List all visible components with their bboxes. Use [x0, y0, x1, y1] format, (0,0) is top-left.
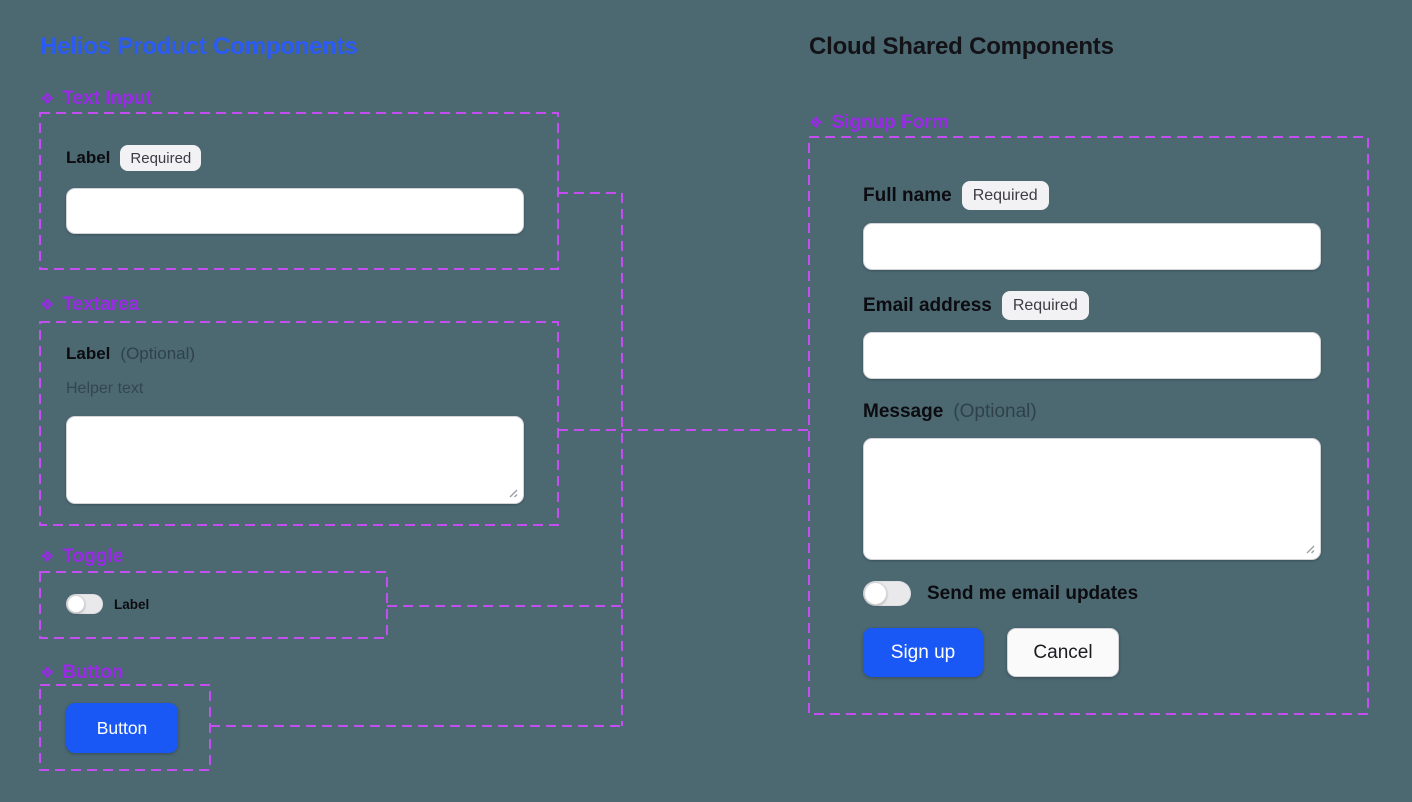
email-updates-toggle-row: Send me email updates: [863, 581, 1138, 606]
button-frame: [39, 684, 211, 771]
toggle-knob: [864, 582, 887, 605]
section-header-label: Textarea: [62, 294, 140, 315]
sign-up-button[interactable]: Sign up: [863, 628, 983, 677]
component-icon: ❖: [40, 91, 55, 108]
field-label: Full name: [863, 184, 952, 206]
toggle-knob: [67, 595, 85, 613]
optional-tag: (Optional): [953, 401, 1037, 422]
helper-text: Helper text: [66, 380, 144, 397]
section-header-textarea: ❖ Textarea: [40, 294, 139, 316]
required-badge: Required: [120, 145, 202, 171]
section-header-label: Button: [62, 662, 124, 683]
textarea-input[interactable]: [66, 416, 524, 504]
toggle-label: Send me email updates: [927, 582, 1139, 604]
textarea-frame: [39, 321, 559, 526]
optional-tag: (Optional): [120, 344, 196, 363]
field-label: Message: [863, 401, 944, 422]
toggle-frame: [39, 571, 388, 639]
cancel-button[interactable]: Cancel: [1007, 628, 1119, 677]
text-input-label-row: Label Required: [66, 145, 202, 171]
left-panel-title: Helios Product Components: [40, 33, 358, 60]
message-textarea[interactable]: [863, 438, 1321, 560]
button-component[interactable]: Button: [66, 703, 178, 753]
field-label: Label: [66, 148, 111, 167]
section-header-text-input: ❖ Text Input: [40, 88, 152, 110]
field-label: Email address: [863, 294, 992, 316]
text-input[interactable]: [66, 188, 524, 234]
right-panel-title: Cloud Shared Components: [809, 33, 1114, 60]
message-label-row: Message (Optional): [863, 401, 1037, 423]
signup-form-frame: [808, 136, 1369, 715]
section-header-toggle: ❖ Toggle: [40, 546, 123, 568]
component-icon: ❖: [40, 297, 55, 314]
component-icon: ❖: [809, 115, 824, 132]
email-label-row: Email address Required: [863, 291, 1089, 320]
text-input-frame: [39, 112, 559, 270]
section-header-label: Text Input: [62, 88, 152, 109]
email-updates-toggle[interactable]: [863, 581, 911, 606]
toggle-row: Label: [66, 594, 149, 614]
full-name-input[interactable]: [863, 223, 1321, 270]
full-name-label-row: Full name Required: [863, 181, 1049, 210]
required-badge: Required: [1001, 291, 1089, 320]
section-header-label: Signup Form: [831, 112, 949, 133]
component-icon: ❖: [40, 549, 55, 566]
field-label: Label: [66, 344, 111, 363]
toggle-label: Label: [114, 596, 150, 612]
resize-grip-icon[interactable]: [1303, 542, 1315, 554]
resize-grip-icon[interactable]: [506, 486, 518, 498]
component-icon: ❖: [40, 665, 55, 682]
textarea-label-row: Label (Optional): [66, 344, 195, 364]
toggle-switch[interactable]: [66, 594, 103, 614]
section-header-button: ❖ Button: [40, 662, 124, 684]
required-badge: Required: [961, 181, 1049, 210]
section-header-label: Toggle: [62, 546, 124, 567]
email-input[interactable]: [863, 332, 1321, 379]
section-header-signup-form: ❖ Signup Form: [809, 112, 949, 134]
